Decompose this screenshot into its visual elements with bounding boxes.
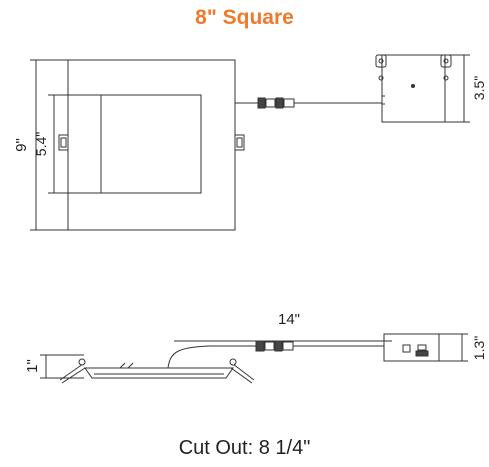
fixture-height-label: 1" [24, 359, 41, 373]
outer-trim-square [67, 59, 236, 231]
top-view [30, 54, 470, 231]
junction-box-side [383, 333, 440, 362]
overall-dimension-line [30, 59, 68, 231]
junction-box-dimension-line [445, 54, 470, 123]
cutout-label: Cut Out: 8 1/4" [178, 437, 311, 459]
cable-length-label: 14" [278, 311, 300, 328]
fixture-side-profile [84, 367, 234, 379]
fixture-height-dimension-line [40, 354, 84, 379]
left-spring-clip [58, 134, 69, 151]
side-view [40, 333, 468, 384]
right-spring-clip [234, 134, 245, 151]
top-connector [257, 97, 295, 109]
side-connector [255, 340, 294, 352]
junction-box-height-dimension-line [439, 333, 468, 362]
inner-dimension-label: 5.4" [33, 132, 49, 156]
overall-dimension-label: 9" [13, 138, 30, 152]
left-side-clip [59, 358, 86, 384]
side-cable-left [167, 345, 256, 369]
junction-box-height-label: 1.3" [471, 336, 487, 360]
junction-box-dimension-label: 3.5" [471, 76, 487, 100]
inner-lens-square [100, 94, 202, 194]
inner-dimension-line [48, 94, 101, 194]
junction-box-top [375, 54, 452, 123]
product-title: 8" Square [195, 6, 294, 29]
right-side-clip [229, 358, 255, 384]
